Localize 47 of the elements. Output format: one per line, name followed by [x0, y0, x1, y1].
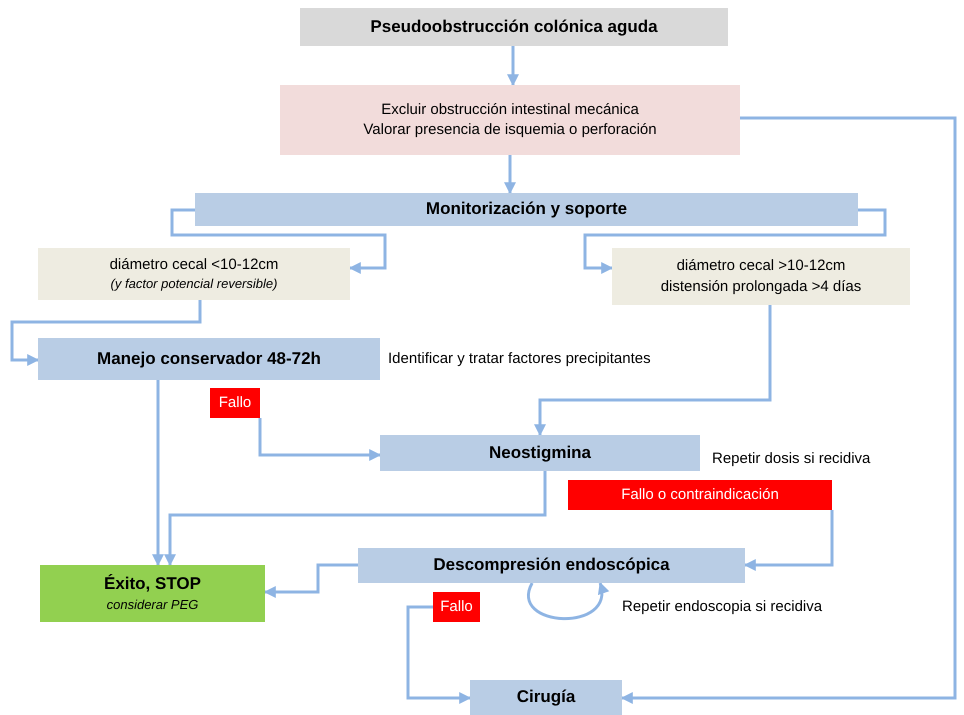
failure-tag: [568, 480, 832, 510]
box-label: Manejo conservador 48-72h: [97, 348, 321, 370]
box-label: Fallo: [218, 392, 252, 413]
arrow: [507, 46, 519, 86]
arrow: [164, 471, 546, 566]
box-label: Neostigmina: [488, 442, 592, 464]
box-note: Valorar presencia de isquemia o perforación: [363, 120, 657, 140]
arrow: [584, 208, 886, 274]
box-label: Monitorización y soporte: [426, 198, 628, 220]
process-box: [470, 680, 622, 715]
arrow: [744, 510, 834, 571]
arrow: [406, 606, 472, 704]
side-note: Repetir endoscopia si recidiva: [622, 598, 822, 615]
box-label: Excluir obstrucción intestinal mecánica: [381, 100, 639, 120]
box-label: Descompresión endoscópica: [433, 554, 670, 576]
arrow: [534, 305, 772, 436]
process-box: [280, 85, 740, 155]
outcome-box: [40, 565, 265, 622]
arrow: [264, 564, 358, 598]
arrow: [10, 300, 202, 366]
condition-box: [38, 248, 350, 300]
arrow: [170, 208, 386, 274]
side-note: Identificar y tratar factores precipitantes: [388, 350, 651, 367]
failure-tag: [210, 388, 260, 418]
process-box: [38, 338, 380, 380]
arrow: [620, 116, 956, 704]
failure-tag: [433, 592, 480, 622]
box-note: (y factor potencial reversible): [110, 275, 278, 293]
arrow: [258, 418, 382, 461]
box-label: Fallo: [440, 596, 473, 617]
box-label: Cirugía: [516, 686, 576, 708]
arrow: [152, 380, 164, 566]
title-box: [300, 8, 728, 46]
box-label: Pseudoobstrucción colónica aguda: [370, 16, 658, 38]
arrow: [527, 582, 608, 620]
process-box: [358, 548, 745, 583]
side-note: Repetir dosis si recidiva: [712, 450, 870, 467]
arrow: [504, 155, 516, 194]
box-label: diámetro cecal >10-12cm: [676, 256, 846, 276]
condition-box: [612, 248, 910, 305]
box-label: Éxito, STOP: [104, 573, 201, 596]
box-note: considerar PEG: [106, 596, 198, 614]
box-note: distensión prolongada >4 días: [660, 276, 862, 296]
box-label: diámetro cecal <10-12cm: [110, 255, 278, 276]
box-label: Fallo o contraindicación: [621, 484, 779, 505]
process-box: [195, 193, 858, 226]
process-box: [380, 435, 700, 471]
